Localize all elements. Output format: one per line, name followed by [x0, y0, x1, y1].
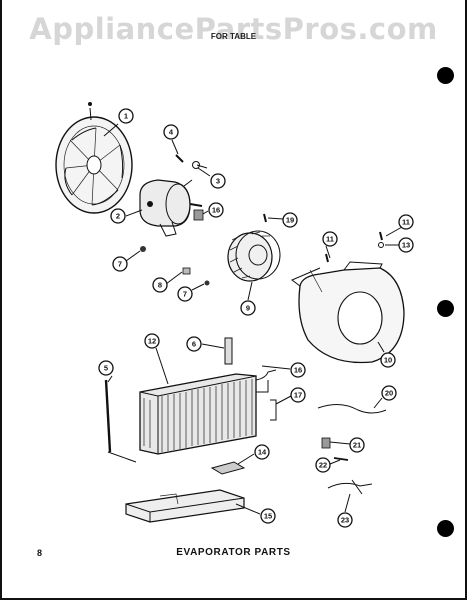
svg-text:15: 15 [264, 512, 272, 521]
callout-16a: 16 [208, 202, 224, 218]
evaporator-coil-drawing [139, 369, 277, 455]
callout-8: 8 [152, 277, 168, 293]
svg-text:19: 19 [286, 216, 294, 225]
support-rod-drawing [104, 379, 112, 453]
callout-17: 17 [290, 387, 306, 403]
svg-text:11: 11 [326, 235, 334, 244]
svg-text:11: 11 [402, 218, 410, 227]
callout-19: 19 [282, 212, 298, 228]
callout-11a: 11 [322, 231, 338, 247]
callout-5: 5 [98, 360, 114, 376]
callout-15: 15 [260, 508, 276, 524]
fan-motor-drawing [139, 179, 203, 237]
callout-16b: 16 [290, 362, 306, 378]
callout-21: 21 [349, 437, 365, 453]
binder-hole-middle [437, 300, 454, 317]
callout-11b: 11 [398, 214, 414, 230]
svg-text:8: 8 [158, 281, 162, 290]
callout-22: 22 [315, 457, 331, 473]
callout-12: 12 [144, 333, 160, 349]
callout-23: 23 [337, 512, 353, 528]
tube-drawing [224, 337, 233, 365]
copper-line-drawing [270, 399, 277, 421]
svg-text:21: 21 [353, 441, 361, 450]
svg-text:20: 20 [385, 389, 393, 398]
thermostat-parts-drawing [317, 404, 387, 495]
mount-screws-drawing [175, 154, 208, 169]
binder-hole-top [437, 67, 454, 84]
callout-1: 1 [118, 108, 134, 124]
diagram-caption: EVAPORATOR PARTS [176, 547, 291, 558]
svg-text:5: 5 [104, 364, 108, 373]
svg-text:2: 2 [116, 212, 120, 221]
svg-text:12: 12 [148, 337, 156, 346]
svg-text:7: 7 [118, 260, 122, 269]
watermark: AppliancePartsPros.com [29, 12, 438, 46]
svg-text:7: 7 [183, 290, 187, 299]
svg-text:1: 1 [124, 112, 128, 121]
page-number: 8 [37, 548, 43, 558]
callout-9: 9 [240, 300, 256, 316]
callout-3: 3 [210, 173, 226, 189]
callout-20: 20 [381, 385, 397, 401]
leader-lines [103, 123, 385, 515]
section-title: FOR TABLE [210, 32, 257, 41]
callout-4: 4 [163, 124, 179, 140]
svg-text:14: 14 [258, 448, 267, 457]
svg-text:3: 3 [216, 177, 220, 186]
nuts-drawing [140, 246, 210, 286]
bracket-drawing [193, 209, 204, 221]
callout-7b: 7 [177, 286, 193, 302]
svg-text:10: 10 [384, 356, 392, 365]
callout-13: 13 [398, 237, 414, 253]
svg-text:22: 22 [319, 461, 327, 470]
svg-text:23: 23 [341, 516, 349, 525]
callout-2: 2 [110, 208, 126, 224]
svg-text:16: 16 [212, 206, 220, 215]
svg-text:17: 17 [294, 391, 302, 400]
blower-wheel-drawing [227, 230, 281, 282]
svg-text:16: 16 [294, 366, 302, 375]
pad-drawing [210, 461, 246, 475]
callout-10: 10 [380, 352, 396, 368]
callout-14: 14 [254, 444, 270, 460]
drain-pan-drawing [125, 489, 245, 523]
screws-and-clips-drawing [263, 213, 403, 263]
blower-housing-drawing [291, 261, 405, 364]
svg-text:6: 6 [192, 340, 196, 349]
fan-blade-drawing [55, 102, 133, 214]
callout-6: 6 [186, 336, 202, 352]
svg-text:9: 9 [246, 304, 250, 313]
binder-hole-bottom [437, 520, 454, 537]
callout-7a: 7 [112, 256, 128, 272]
svg-text:13: 13 [402, 241, 410, 250]
svg-text:4: 4 [169, 128, 174, 137]
